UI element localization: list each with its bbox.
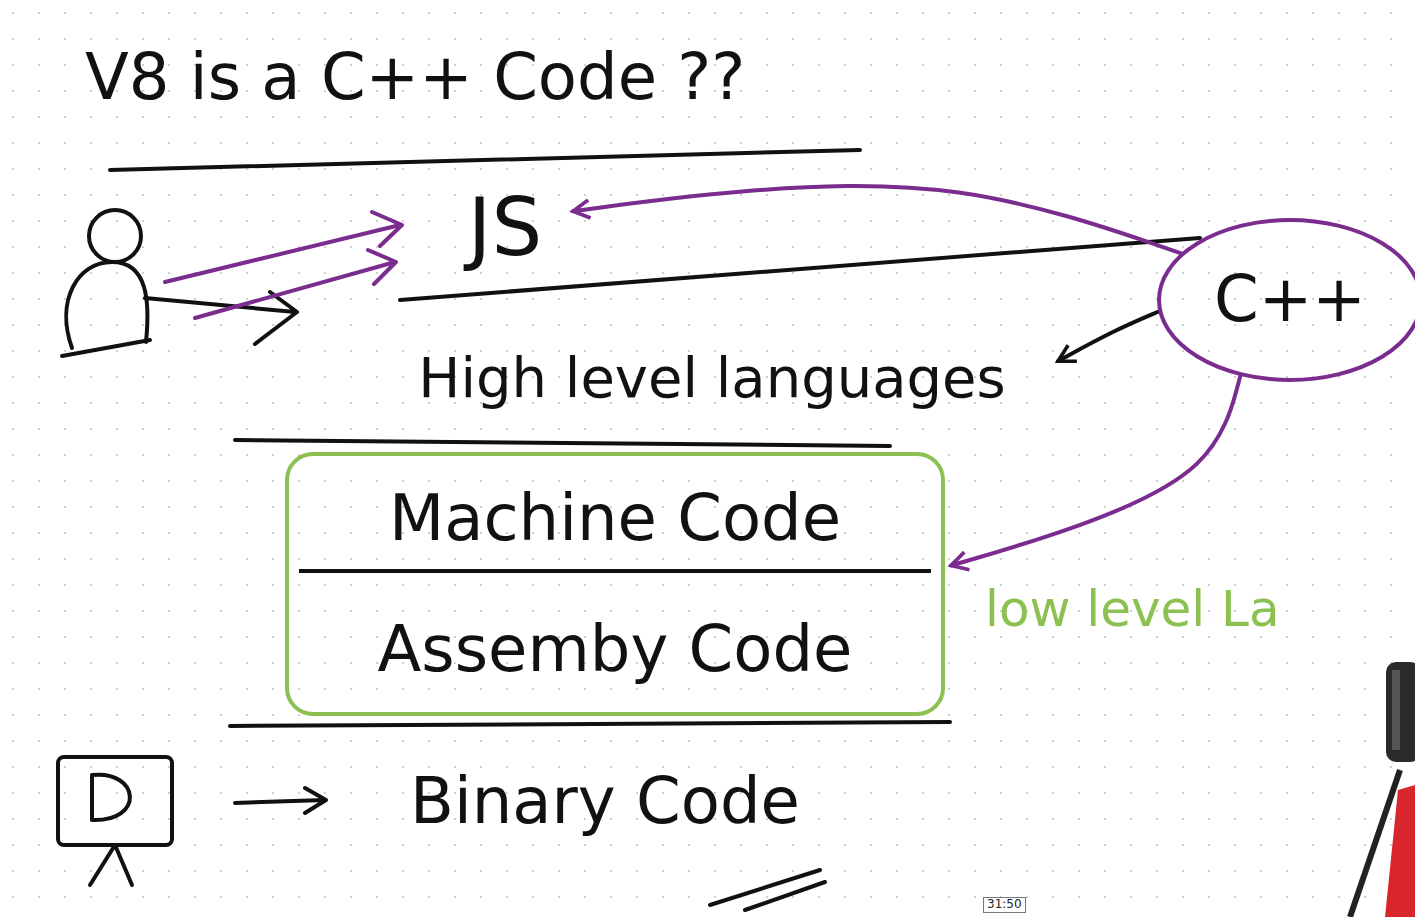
node-text: Assemby Code [299,613,931,687]
title-underline [110,150,860,170]
layer-line [230,722,950,726]
band-label: Binary Code [370,755,840,849]
layer-line [235,440,890,446]
node-text: C++ [1214,263,1366,337]
node-text: High level languages [418,346,1005,410]
double-underline [710,870,825,910]
title: V8 is a C++ Code ?? [85,40,745,114]
person-arrow [145,292,297,344]
circle-outline [1159,220,1415,380]
connector-arrow [1058,311,1159,361]
person-arrows [165,212,402,318]
band-label: High level languages [372,336,1052,420]
node-text: Binary Code [410,765,800,839]
note-text: low level La [985,578,1280,641]
node-text: JS [468,182,542,274]
language-circle: C++ [1156,217,1415,383]
computer-arrow [235,788,326,813]
band-label: JS [445,172,565,284]
computer-icon [58,757,172,885]
timestamp: 31:50 [983,897,1026,913]
microphone [1350,662,1415,917]
person-figure [62,210,150,356]
node-text: Machine Code [299,482,931,574]
connector-arrow [573,186,1182,254]
low-level-box: Machine CodeAssemby Code [285,452,945,716]
